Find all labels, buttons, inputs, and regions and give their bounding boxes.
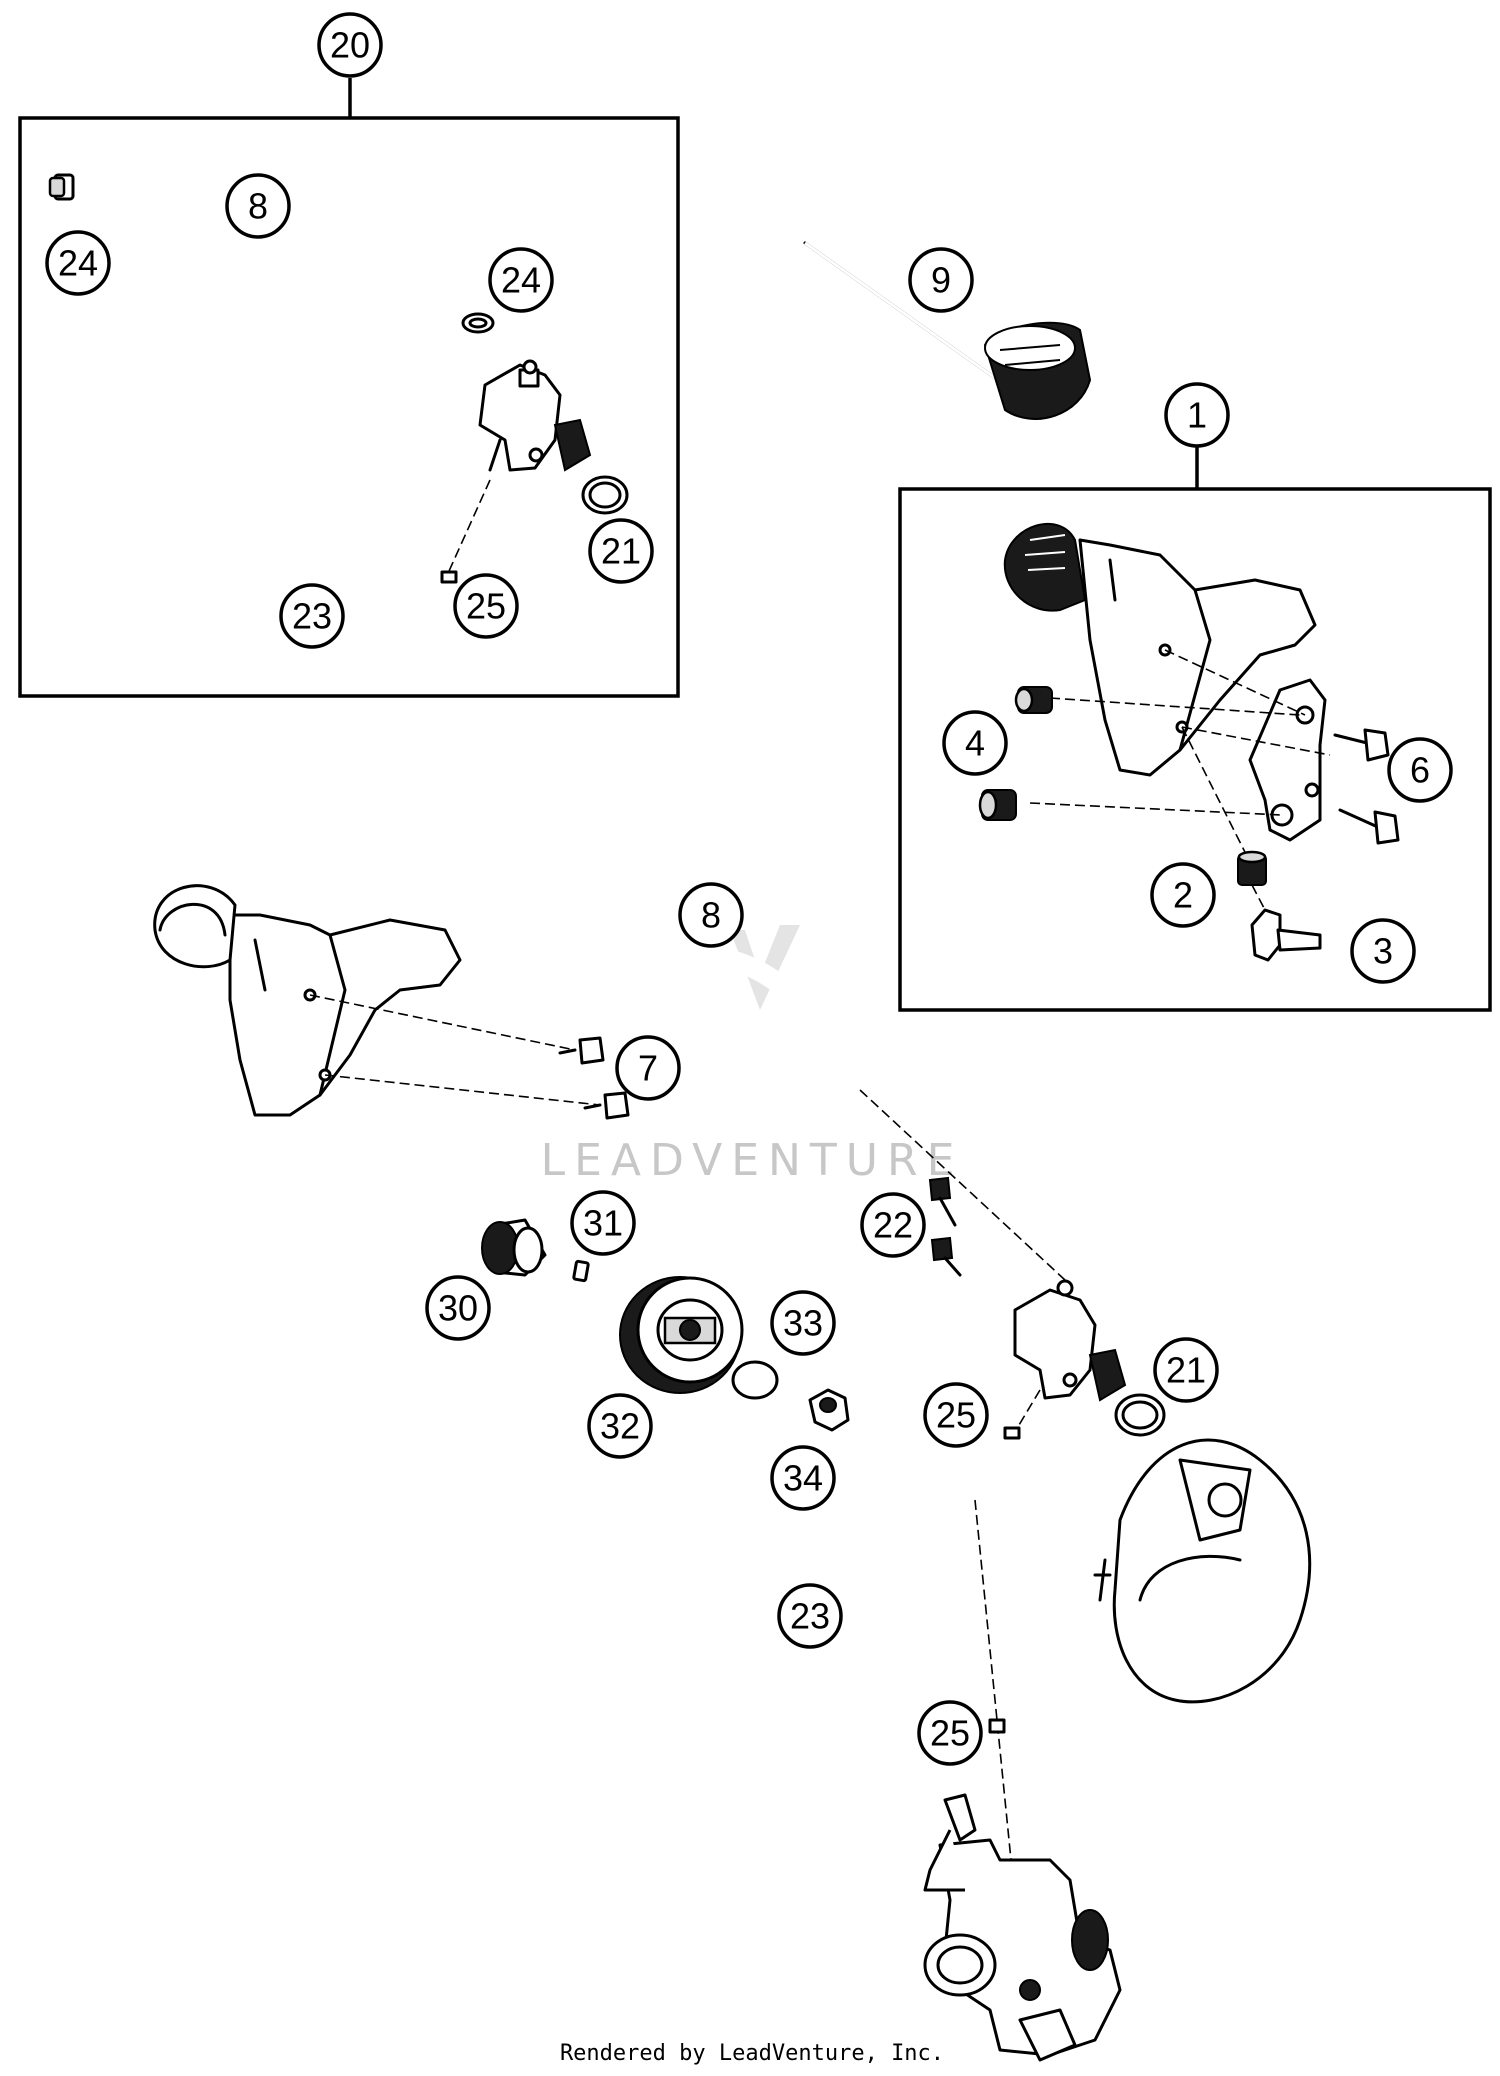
kit-20-group xyxy=(18,78,680,698)
collar-30 xyxy=(481,1218,547,1277)
carburetor xyxy=(923,1793,1122,2062)
callout-7: 7 xyxy=(615,1035,681,1101)
kit-20-box xyxy=(18,116,680,698)
svg-text:21: 21 xyxy=(1166,1350,1206,1391)
callout-23-main: 23 xyxy=(777,1583,843,1649)
callout-9: 9 xyxy=(908,247,974,313)
svg-text:9: 9 xyxy=(931,260,951,301)
svg-text:31: 31 xyxy=(583,1203,623,1244)
kit-1-box xyxy=(898,487,1492,1012)
svg-text:23: 23 xyxy=(790,1596,830,1637)
callout-20: 20 xyxy=(317,12,383,78)
callout-8-kit: 8 xyxy=(225,173,291,239)
hose-clip-25-upper xyxy=(1003,1426,1021,1440)
callout-25-kit: 25 xyxy=(453,573,519,639)
watermark-text: LEADVENTURE xyxy=(541,1135,964,1186)
fuel-tap-kit xyxy=(478,359,592,472)
washer-33 xyxy=(731,1360,779,1400)
callout-33: 33 xyxy=(770,1290,836,1356)
callout-32: 32 xyxy=(587,1393,653,1459)
callout-2: 2 xyxy=(1150,862,1216,928)
svg-text:23: 23 xyxy=(292,596,332,637)
footer-credit: Rendered by LeadVenture, Inc. xyxy=(560,2041,944,2066)
fuel-tank-kit xyxy=(1003,523,1317,777)
svg-text:2: 2 xyxy=(1173,875,1193,916)
svg-text:24: 24 xyxy=(501,260,541,301)
leadventure-watermark: LEADVENTURE xyxy=(541,925,964,1186)
callout-22: 22 xyxy=(860,1192,926,1258)
flywheel-32 xyxy=(619,1276,744,1394)
svg-text:20: 20 xyxy=(330,25,370,66)
svg-text:25: 25 xyxy=(930,1713,970,1754)
svg-text:6: 6 xyxy=(1410,750,1430,791)
callout-21-main: 21 xyxy=(1153,1337,1219,1403)
fuel-tap-main xyxy=(1013,1279,1127,1402)
svg-text:1: 1 xyxy=(1187,395,1207,436)
svg-text:25: 25 xyxy=(466,586,506,627)
bolt-22-lower xyxy=(930,1236,962,1277)
ignition-cover xyxy=(1093,1438,1312,1704)
callout-1: 1 xyxy=(1164,382,1230,448)
screw-6-upper xyxy=(1333,728,1390,762)
svg-text:30: 30 xyxy=(438,1288,478,1329)
callout-3: 3 xyxy=(1350,918,1416,984)
o-ring-21-kit xyxy=(581,475,629,515)
callout-24-left: 24 xyxy=(45,230,111,296)
svg-text:22: 22 xyxy=(873,1205,913,1246)
screw-7-upper xyxy=(558,1036,605,1065)
svg-text:25: 25 xyxy=(936,1395,976,1436)
svg-text:4: 4 xyxy=(965,723,985,764)
callout-23-kit: 23 xyxy=(279,583,345,649)
elbow-fitting-3 xyxy=(1250,884,1322,962)
svg-text:7: 7 xyxy=(638,1048,658,1089)
kit-1-group xyxy=(898,436,1492,1012)
fuel-tank-main xyxy=(153,884,462,1117)
svg-text:33: 33 xyxy=(783,1303,823,1344)
key-31 xyxy=(572,1259,590,1283)
svg-text:21: 21 xyxy=(601,531,641,572)
callout-30: 30 xyxy=(425,1275,491,1341)
svg-text:24: 24 xyxy=(58,243,98,284)
hose-clip-25-lower xyxy=(988,1718,1006,1734)
callout-34: 34 xyxy=(770,1445,836,1511)
fuel-cap-9 xyxy=(803,241,1092,420)
callout-24-right: 24 xyxy=(488,247,554,313)
callout-8-main: 8 xyxy=(678,882,744,948)
hose-clip-25-kit xyxy=(440,570,458,584)
svg-text:8: 8 xyxy=(701,895,721,936)
screw-6-lower xyxy=(1338,808,1400,845)
svg-text:3: 3 xyxy=(1373,931,1393,972)
callout-25-lower: 25 xyxy=(917,1700,983,1766)
callout-21-kit: 21 xyxy=(588,518,654,584)
screw-7-lower xyxy=(583,1091,630,1120)
o-ring-21-main xyxy=(1114,1393,1166,1437)
callout-6: 6 xyxy=(1387,737,1453,803)
fuel-hose-23-kit xyxy=(363,486,489,663)
callout-25-upper: 25 xyxy=(923,1382,989,1448)
svg-text:32: 32 xyxy=(600,1406,640,1447)
nut-34 xyxy=(808,1388,850,1432)
bolt-22-upper xyxy=(928,1176,957,1227)
callout-4: 4 xyxy=(942,710,1008,776)
callout-31: 31 xyxy=(570,1190,636,1256)
svg-text:34: 34 xyxy=(783,1458,823,1499)
svg-text:8: 8 xyxy=(248,186,268,227)
